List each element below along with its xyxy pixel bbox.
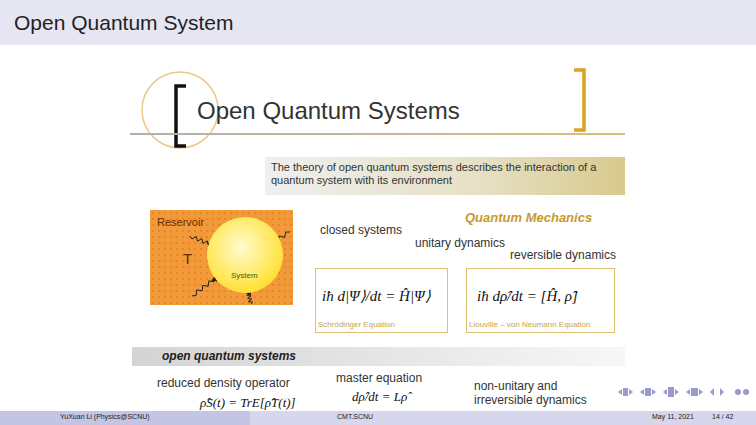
system-circle: System — [207, 217, 283, 293]
title-bar — [0, 0, 756, 45]
footer-date: May 11, 2021 — [652, 413, 694, 421]
note: reduced density operator — [157, 377, 290, 391]
node-subtext: T — [183, 250, 192, 268]
note: non-unitary and irreversible dynamics — [474, 380, 609, 408]
liouville-box: iħ dρ̂/dt = [Ĥ, ρ̂] Liouville – von Neuma… — [466, 268, 615, 333]
heading-rule — [130, 133, 625, 135]
node-text: The theory of open quantum systems descr… — [271, 161, 619, 187]
node-text: open quantum systems — [162, 349, 296, 363]
formula: dρ̂/dt = Lρ̂ — [352, 390, 407, 405]
note: closed systems — [320, 224, 402, 238]
note: unitary dynamics — [415, 237, 505, 251]
left-bracket — [176, 86, 186, 146]
footer-institute: CMT.SCNU — [337, 413, 373, 421]
schrodinger-box: iħ d|Ψ⟩/dt = Ĥ|Ψ⟩ Schrödinger Equation — [315, 268, 448, 333]
footer-bar — [0, 411, 756, 425]
image-heading: Open Quantum Systems — [197, 97, 460, 125]
node-text: iħ dρ̂/dt = [Ĥ, ρ̂] — [477, 287, 578, 305]
node-text: System — [231, 271, 258, 281]
node-text: Reservoir — [157, 216, 204, 229]
formula: ρ̂S(t) = TrE[ρ̂T(t)] — [200, 396, 296, 411]
footer-page: 14 / 42 — [712, 413, 733, 421]
note: reversible dynamics — [510, 249, 616, 263]
nav-icons — [618, 387, 749, 397]
footer-author: YuXuan Li (Physics@SCNU) — [60, 413, 150, 421]
open-systems-band: open quantum systems — [132, 347, 625, 366]
reservoir-box: ReservoirT System — [150, 210, 293, 305]
slide-title: Open Quantum System — [14, 11, 233, 35]
node-text: iħ d|Ψ⟩/dt = Ĥ|Ψ⟩ — [322, 287, 431, 305]
node-subtext: Schrödinger Equation — [318, 320, 395, 330]
right-bracket — [574, 70, 584, 130]
note: master equation — [336, 372, 422, 386]
definition-band: The theory of open quantum systems descr… — [265, 157, 625, 195]
section-heading: Quantum Mechanics — [465, 211, 592, 226]
footer-left — [0, 411, 250, 425]
node-subtext: Liouville – von Neumann Equation — [469, 320, 590, 330]
